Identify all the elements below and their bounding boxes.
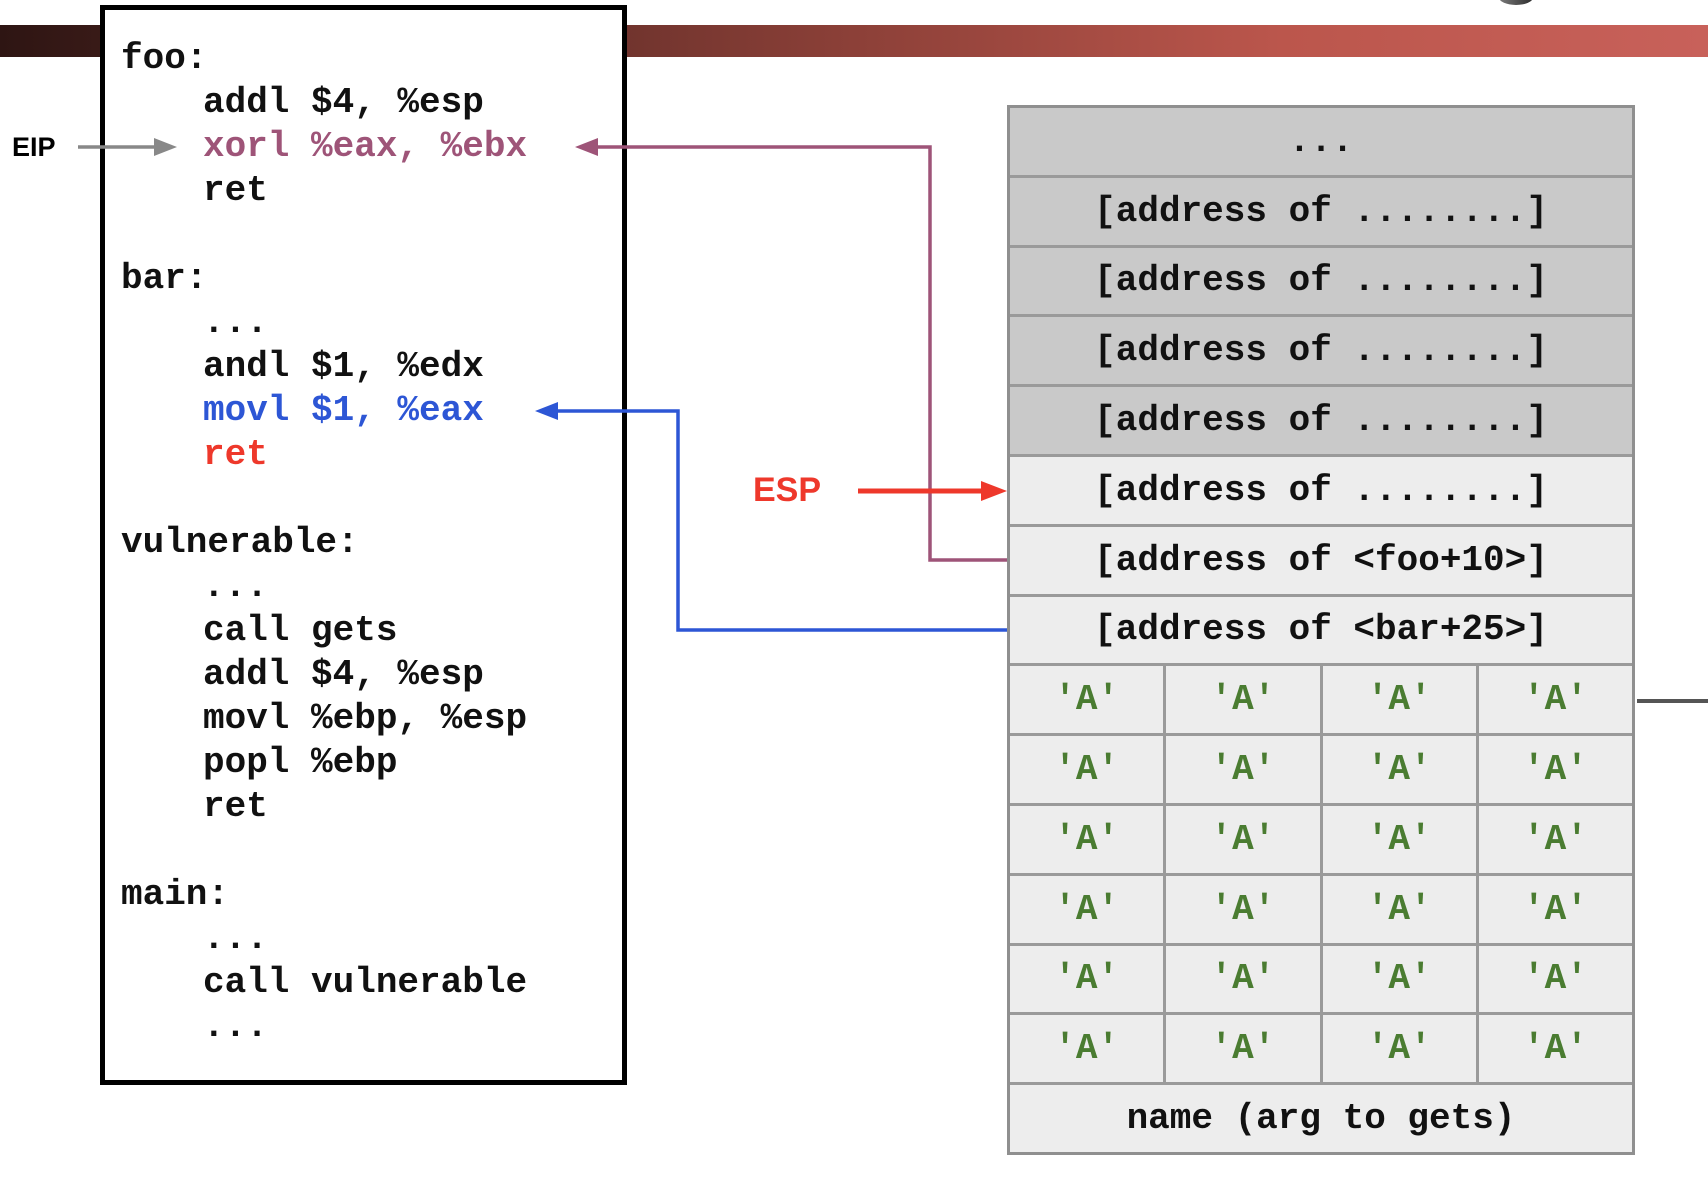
code-line-xorl-gadget: xorl %eax, %ebx	[203, 126, 528, 167]
payload-byte: 'A'	[1323, 736, 1479, 803]
payload-byte: 'A'	[1010, 875, 1167, 943]
stack-row-payload: 'A' 'A' 'A' 'A'	[1010, 945, 1632, 1016]
assembly-code-lines: foo: addl $4, %esp xorl %eax, %ebx ret b…	[100, 37, 627, 1049]
code-line-blank	[100, 829, 627, 873]
code-line-call-vulnerable: call vulnerable	[203, 962, 528, 1003]
payload-byte: 'A'	[1166, 945, 1323, 1013]
code-line-addl: addl $4, %esp	[203, 82, 484, 123]
payload-byte: 'A'	[1522, 749, 1588, 791]
payload-byte: 'A'	[1522, 818, 1588, 860]
corner-decoration	[1499, 0, 1533, 5]
payload-byte: 'A'	[1166, 666, 1323, 734]
payload-byte: 'A'	[1323, 805, 1479, 873]
payload-byte: 'A'	[1323, 666, 1479, 734]
stack-row-address: [address of ........]	[1010, 317, 1632, 388]
code-line-ret-red: ret	[203, 434, 268, 475]
stack-row-address: [address of ........]	[1010, 387, 1632, 457]
code-line-addl2: addl $4, %esp	[203, 654, 484, 695]
code-line-popl: popl %ebp	[203, 742, 398, 783]
stack-row-buffer-name: name (arg to gets)	[1010, 1085, 1632, 1152]
stack-row-ellipsis: ...	[1010, 108, 1632, 178]
code-line-blank	[100, 477, 627, 521]
code-line-main-label: main:	[121, 874, 230, 915]
payload-byte: 'A'	[1010, 666, 1167, 734]
code-line-bar-label: bar:	[121, 258, 208, 299]
payload-byte: 'A'	[1166, 1015, 1323, 1083]
code-line-vulnerable-label: vulnerable:	[121, 522, 359, 563]
stack-row-payload: 'A' 'A' 'A' 'A'	[1010, 805, 1632, 876]
payload-byte: 'A'	[1323, 875, 1479, 943]
stack-row-bar-gadget-address: [address of <bar+25>]	[1010, 596, 1632, 667]
stack-row-payload: 'A' 'A' 'A' 'A'	[1010, 875, 1632, 946]
payload-byte: 'A'	[1166, 875, 1323, 943]
code-line-ret2: ret	[203, 786, 268, 827]
payload-byte: 'A'	[1323, 945, 1479, 1013]
payload-byte: 'A'	[1522, 1028, 1588, 1070]
stack-row-payload: 'A' 'A' 'A' 'A'	[1010, 666, 1632, 737]
stack-table: ... [address of ........] [address of ..…	[1007, 105, 1635, 1155]
payload-byte: 'A'	[1522, 888, 1588, 930]
esp-arrow	[858, 481, 1007, 501]
stack-row-address: [address of ........]	[1010, 177, 1632, 248]
code-line-movl-gadget: movl $1, %eax	[203, 390, 484, 431]
code-line-call-gets: call gets	[203, 610, 398, 651]
esp-register-label: ESP	[753, 471, 822, 509]
code-line-ellipsis: ...	[203, 1006, 268, 1047]
stack-row-address-esp: [address of ........]	[1010, 456, 1632, 527]
payload-byte: 'A'	[1522, 679, 1588, 721]
payload-byte: 'A'	[1010, 736, 1167, 803]
code-line-ellipsis: ...	[203, 918, 268, 959]
payload-byte: 'A'	[1010, 1015, 1167, 1083]
payload-byte: 'A'	[1010, 805, 1167, 873]
stack-row-payload: 'A' 'A' 'A' 'A'	[1010, 736, 1632, 806]
eip-register-label: EIP	[12, 132, 56, 162]
stack-row-payload: 'A' 'A' 'A' 'A'	[1010, 1015, 1632, 1086]
code-line-blank	[100, 213, 627, 257]
code-line-foo-label: foo:	[121, 38, 208, 79]
payload-byte: 'A'	[1010, 945, 1167, 1013]
stack-row-address: [address of ........]	[1010, 247, 1632, 318]
payload-byte: 'A'	[1522, 958, 1588, 1000]
assembly-code-panel	[100, 5, 627, 1085]
code-line-ret: ret	[203, 170, 268, 211]
payload-byte: 'A'	[1323, 1015, 1479, 1083]
code-line-andl: andl $1, %edx	[203, 346, 484, 387]
code-line-ellipsis: ...	[203, 302, 268, 343]
code-line-ellipsis: ...	[203, 566, 268, 607]
payload-byte: 'A'	[1166, 736, 1323, 803]
code-line-movl-ebp: movl %ebp, %esp	[203, 698, 528, 739]
stack-row-foo-gadget-address: [address of <foo+10>]	[1010, 526, 1632, 597]
payload-byte: 'A'	[1166, 805, 1323, 873]
